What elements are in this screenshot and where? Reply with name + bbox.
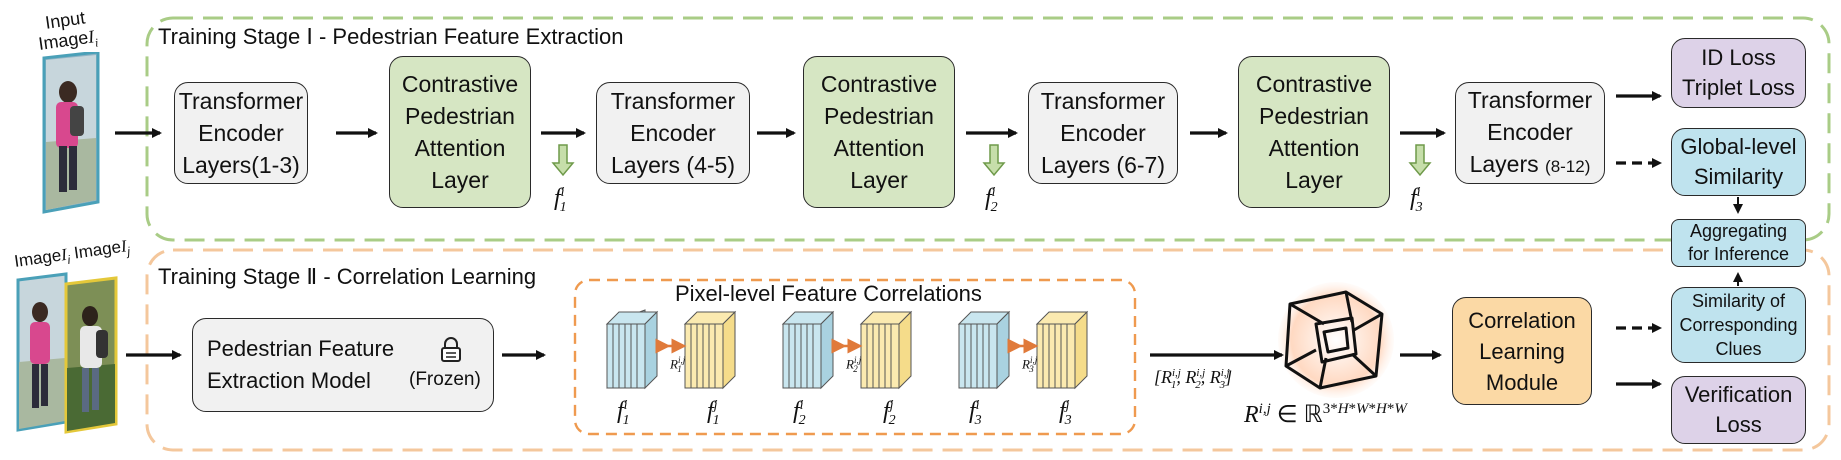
stage2-frame <box>145 248 1831 452</box>
encoder-3-line2: Encoder <box>1060 120 1146 146</box>
aggregating-line2: for Inference <box>1687 244 1790 264</box>
encoder-1-line3: Layers(1-3) <box>182 152 300 178</box>
pixel-correlations <box>605 309 1089 390</box>
global-line1: Global-level <box>1680 134 1797 159</box>
encoder-4-line3: Layers <box>1469 150 1539 177</box>
label-f1j-bottom: fj1 <box>707 398 720 428</box>
id-loss-line1: ID Loss <box>1701 45 1776 70</box>
attention-2-line3: Attention <box>833 135 925 161</box>
attention-3-line4: Layer <box>1285 167 1343 193</box>
attention-3-line2: Pedestrian <box>1259 103 1369 129</box>
feature-f1i: fi1 <box>554 185 567 215</box>
r3-label: Ri,j3 <box>1022 355 1038 374</box>
image-i-sub: i <box>66 252 72 267</box>
tensor-f3i-blue <box>957 310 1011 390</box>
stage1-title: Training Stage Ⅰ - Pedestrian Feature Ex… <box>158 24 624 49</box>
id-loss-line2: Triplet Loss <box>1682 75 1795 100</box>
attention-1: Contrastive Pedestrian Attention Layer <box>389 56 531 208</box>
attention-2: Contrastive Pedestrian Attention Layer <box>803 56 955 208</box>
encoder-3: Transformer Encoder Layers (6-7) <box>1028 82 1178 184</box>
r2-label: Ri,j2 <box>846 355 862 374</box>
label-f1i-bottom: fi1 <box>617 398 630 428</box>
attention-3: Contrastive Pedestrian Attention Layer <box>1238 56 1390 208</box>
extraction-line2: Extraction Model <box>207 368 371 393</box>
concat-label: [Ri,j1, Ri,j2, Ri,j3] <box>1154 367 1233 391</box>
attention-2-line2: Pedestrian <box>824 103 934 129</box>
corresponding-line3: Clues <box>1715 339 1762 359</box>
encoder-4-line1: Transformer <box>1467 86 1593 113</box>
label-f2j-bottom: fj2 <box>883 398 896 428</box>
encoder-4: Transformer Encoder Layers (8-12) <box>1455 82 1605 184</box>
pixel-frame <box>573 278 1137 436</box>
attention-1-line2: Pedestrian <box>405 103 515 129</box>
verification-line2: Loss <box>1715 412 1762 437</box>
encoder-1-line1: Transformer <box>178 88 304 114</box>
image-pair <box>16 272 118 434</box>
encoder-4-line3-small: (8-12) <box>1545 156 1591 176</box>
tensor-f2j-yellow <box>859 310 913 390</box>
stage1-frame <box>145 16 1831 242</box>
encoder-1-line2: Encoder <box>198 120 284 146</box>
correlation-module-box: Correlation Learning Module <box>1452 297 1592 405</box>
encoder-4-line2: Encoder <box>1487 118 1573 145</box>
extraction-line1: Pedestrian Feature <box>207 336 395 361</box>
label-f3j-bottom: fj3 <box>1059 398 1072 428</box>
input-image <box>42 52 100 214</box>
attention-3-line3: Attention <box>1268 135 1360 161</box>
corresponding-line2: Corresponding <box>1679 315 1798 335</box>
input-label-sub: i <box>93 35 100 50</box>
attention-2-line1: Contrastive <box>820 71 938 97</box>
corresponding-line1: Similarity of <box>1691 291 1785 311</box>
attention-1-line3: Attention <box>414 135 506 161</box>
global-line2: Similarity <box>1693 164 1784 189</box>
encoder-3-line3: Layers (6-7) <box>1041 152 1165 178</box>
attention-1-line1: Contrastive <box>401 71 519 97</box>
aggregating-line1: Aggregating <box>1689 221 1788 241</box>
encoder-3-line1: Transformer <box>1040 88 1166 114</box>
tensor-label: Ri,j ∈ ℝ3*H*W*H*W <box>1244 401 1407 428</box>
correlation-line2: Learning <box>1479 338 1565 364</box>
encoder-2-line3: Layers (4-5) <box>611 152 735 178</box>
aggregating-box: Aggregating for Inference <box>1671 219 1806 267</box>
tensor-f1i-blue <box>605 309 659 390</box>
lock-icon <box>441 337 461 362</box>
encoder-1: Transformer Encoder Layers(1-3) <box>174 82 308 184</box>
global-similarity-box: Global-level Similarity <box>1671 128 1806 196</box>
tensor-f3j-yellow <box>1035 310 1089 390</box>
id-loss-box: ID Loss Triplet Loss <box>1671 38 1806 108</box>
encoder-2-line1: Transformer <box>610 88 736 114</box>
tesseract-icon <box>1278 282 1394 398</box>
corresponding-similarity-box: Similarity of Corresponding Clues <box>1671 287 1806 363</box>
correlation-line1: Correlation <box>1468 307 1576 333</box>
verification-line1: Verification <box>1684 382 1793 407</box>
extraction-model-box: Pedestrian Feature Extraction Model <box>192 318 494 412</box>
tensor-f1j-yellow <box>683 310 737 390</box>
pixel-title: Pixel-level Feature Correlations <box>675 281 982 306</box>
encoder-2: Transformer Encoder Layers (4-5) <box>596 82 750 184</box>
feature-f2i: fi2 <box>985 185 998 215</box>
label-f2i-bottom: fi2 <box>793 398 806 428</box>
correlation-line3: Module <box>1485 369 1559 395</box>
tensor-f2i-blue <box>781 310 835 390</box>
verification-loss-box: Verification Loss <box>1671 376 1806 444</box>
encoder-2-line2: Encoder <box>630 120 716 146</box>
attention-3-line1: Contrastive <box>1255 71 1373 97</box>
frozen-label: (Frozen) <box>409 369 481 390</box>
attention-2-line4: Layer <box>850 167 908 193</box>
label-f3i-bottom: fi3 <box>969 398 982 428</box>
r1-label: Ri,j1 <box>670 355 686 374</box>
attention-1-line4: Layer <box>431 167 489 193</box>
feature-f3i: fi3 <box>1410 185 1423 215</box>
stage2-title: Training Stage Ⅱ - Correlation Learning <box>158 264 537 289</box>
